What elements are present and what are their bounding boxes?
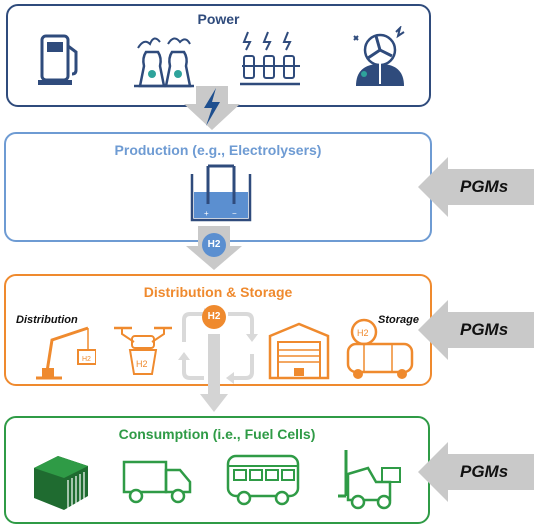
pgm-arrow-distribution [418,300,534,360]
forklift-icon [338,450,401,510]
lightning-bolt-icon [204,88,220,126]
svg-text:H2: H2 [136,359,148,369]
storage-label: Storage [378,314,419,326]
h2-flow-label: H2 [207,239,221,250]
consumption-stage-title: Consumption (i.e., Fuel Cells) [118,426,316,442]
svg-text:H2: H2 [357,328,369,338]
pgm-arrow-production [418,157,534,217]
power-stage-title: Power [197,11,240,27]
consumption-stage-box: Consumption (i.e., Fuel Cells) [4,416,430,524]
flow-arrow-distribution-to-consumption [200,334,228,412]
pgm-arrow-consumption [418,442,534,502]
nuclear-plant-icon [134,37,194,88]
h2-distribution-label: H2 [207,311,221,322]
h2-flow-badge: H2 [202,233,226,257]
truck-icon [122,460,192,504]
svg-text:+: + [204,209,209,218]
svg-text:H2: H2 [82,356,91,363]
svg-text:−: − [232,209,237,218]
bus-icon [226,454,300,506]
flow-arrow-power-to-production [184,86,240,130]
fuel-pump-icon [38,34,78,85]
distribution-stage-title: Distribution & Storage [143,284,293,300]
production-stage-title: Production (e.g., Electrolysers) [114,142,322,158]
drone-icon: H2 [114,326,172,375]
electrolyser-icon: + − [190,164,252,222]
crane-icon: H2 [36,326,96,380]
warehouse-icon [268,322,330,380]
distribution-label: Distribution [16,314,78,326]
h2-distribution-badge: H2 [202,305,226,329]
wind-turbine-icon [353,26,405,86]
pgm-label-production: PGMs [460,177,509,196]
pgm-label-distribution: PGMs [460,320,509,339]
recycle-arrows-icon [178,308,258,384]
production-stage-box: Production (e.g., Electrolysers) + − [4,132,432,242]
storage-tank-icon: H2 [346,318,414,379]
power-grid-icon [240,31,300,86]
pgm-label-consumption: PGMs [460,462,509,481]
fuel-cell-stack-icon [34,456,88,510]
